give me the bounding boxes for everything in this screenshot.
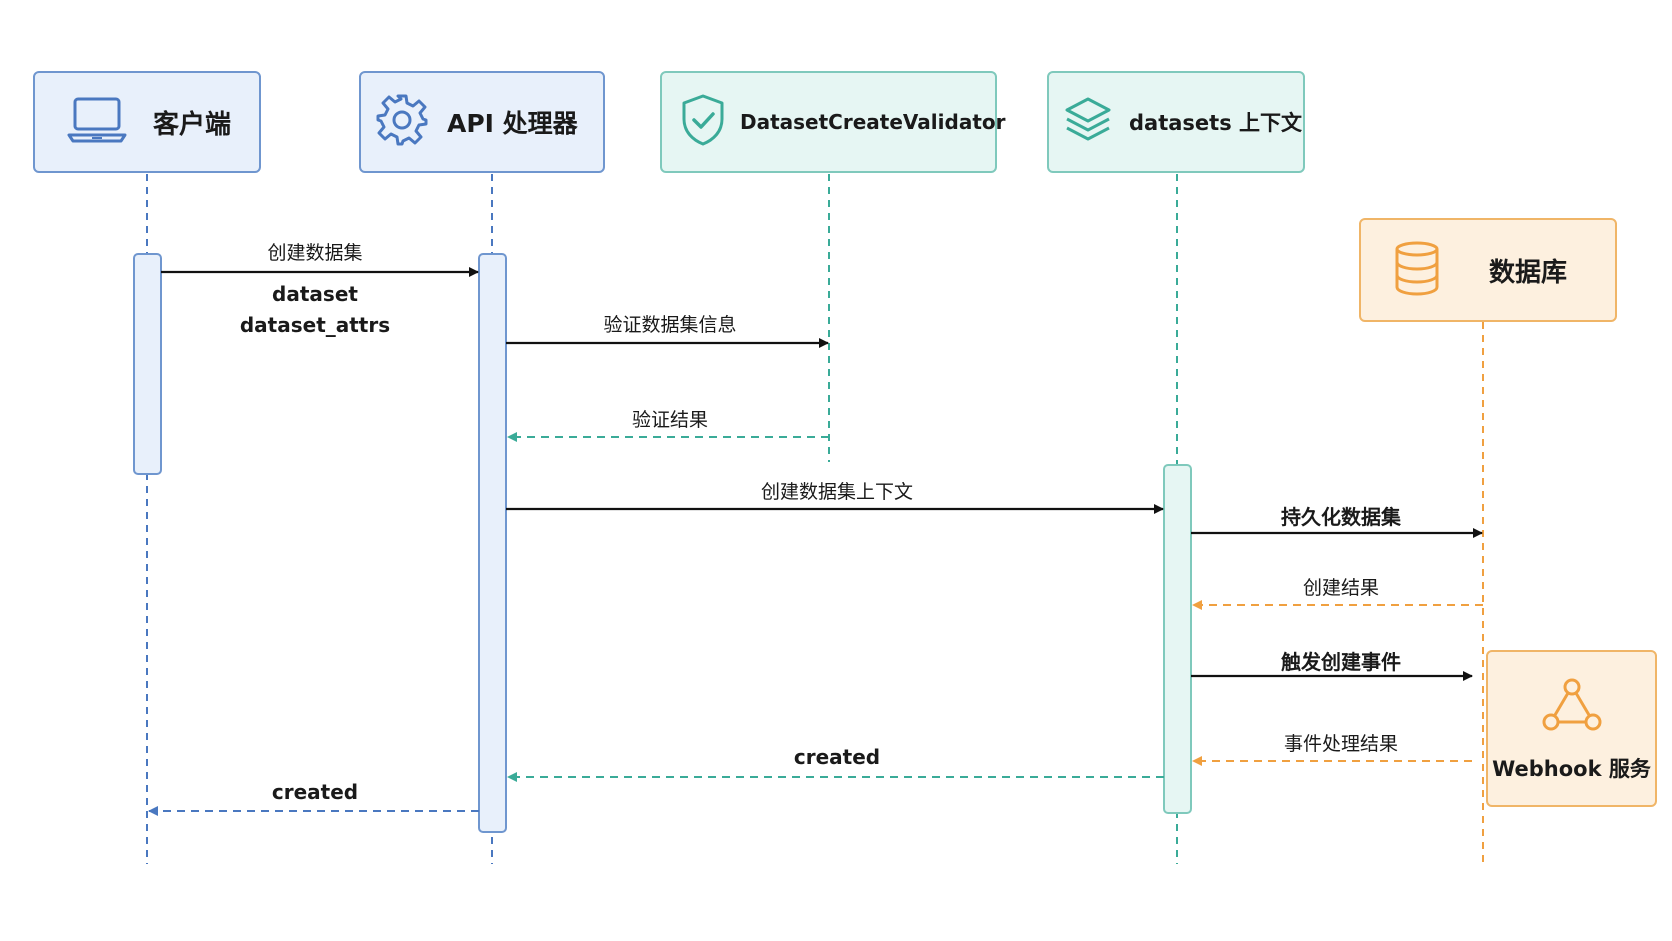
participant-api: API 处理器	[359, 71, 605, 173]
participant-client-label: 客户端	[153, 109, 232, 140]
participant-context: datasets 上下文	[1047, 71, 1305, 173]
activation-context	[1163, 464, 1192, 814]
msg-validate-result-label: 验证结果	[631, 409, 709, 431]
msg-persist-label: 持久化数据集	[1281, 505, 1401, 529]
msg-event-result-label: 事件处理结果	[1283, 733, 1399, 755]
layers-icon	[1063, 95, 1113, 149]
laptop-icon	[67, 95, 127, 149]
participant-db: 数据库	[1359, 218, 1617, 322]
msg-created-client-label: created	[271, 780, 359, 804]
participant-db-label: 数据库	[1489, 257, 1568, 288]
participant-api-label: API 处理器	[447, 109, 578, 138]
database-icon	[1393, 240, 1441, 300]
msg-validate-label: 验证数据集信息	[603, 314, 737, 336]
participant-validator: DatasetCreateValidator	[660, 71, 1005, 173]
activation-api	[478, 253, 507, 833]
webhook-icon	[1540, 675, 1604, 739]
msg-create-result-label: 创建结果	[1302, 577, 1380, 599]
participant-webhook: Webhook 服务	[1486, 650, 1657, 807]
activation-client	[133, 253, 162, 475]
msg-param-dataset-attrs: dataset_attrs	[239, 313, 391, 337]
msg-created-api-label: created	[793, 745, 881, 769]
participant-context-label: datasets 上下文	[1129, 111, 1303, 135]
gear-icon	[375, 93, 429, 151]
msg-param-dataset: dataset	[272, 282, 358, 306]
msg-create-context-label: 创建数据集上下文	[760, 481, 914, 503]
msg-trigger-event-label: 触发创建事件	[1281, 650, 1401, 674]
participant-webhook-label: Webhook 服务	[1492, 756, 1651, 781]
shield-check-icon	[680, 93, 726, 151]
msg-create-dataset-label: 创建数据集	[267, 242, 363, 264]
participant-client: 客户端	[33, 71, 261, 173]
participant-validator-label: DatasetCreateValidator	[740, 110, 1006, 134]
